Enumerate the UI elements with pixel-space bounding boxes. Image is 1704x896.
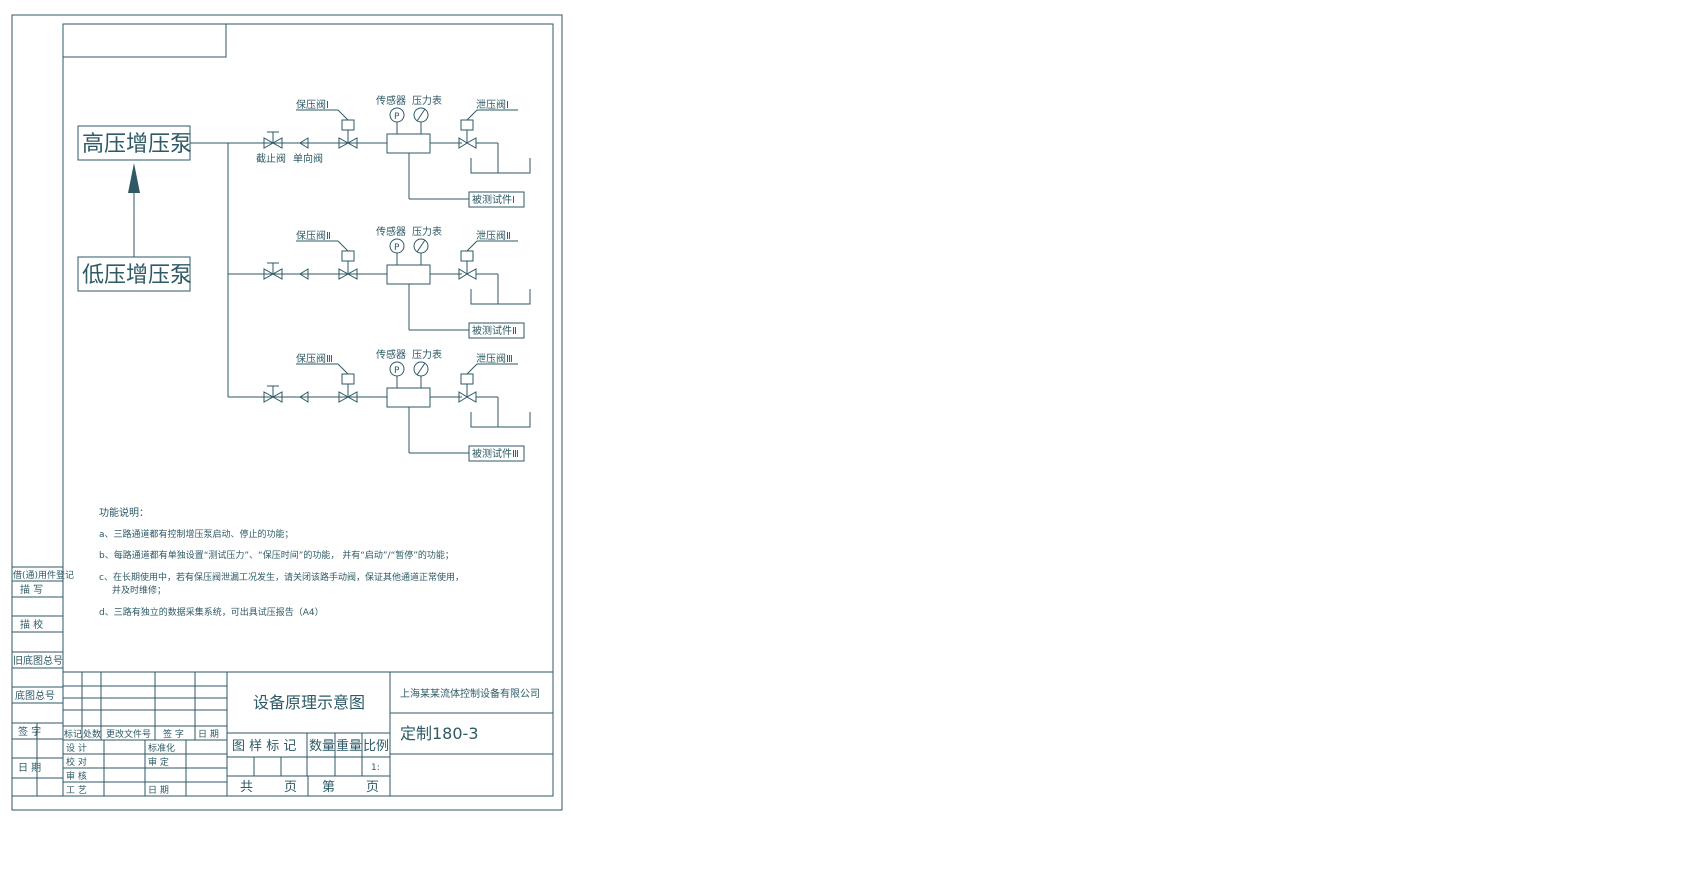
outer-border	[11, 14, 563, 811]
low-pump-label: 低压增压泵	[82, 263, 192, 288]
rev-header-docno: 更改文件号	[106, 728, 151, 740]
side-label-old-no: 旧底图总号	[13, 654, 63, 667]
note-d: d、三路有独立的数据采集系统，可出具试压报告（A4）	[99, 606, 324, 618]
gauge-2-label: 压力表	[412, 225, 442, 238]
drawing-number: 定制180-3	[400, 724, 479, 743]
role-design: 设 计	[66, 742, 87, 754]
note-a: a、三路通道都有控制增压泵启动、停止的功能；	[99, 528, 294, 540]
notes-title: 功能说明：	[99, 506, 149, 519]
side-label-check: 描 校	[20, 618, 43, 631]
qty-header: 数量	[309, 739, 335, 754]
sensor-3-label: 传感器	[376, 348, 406, 361]
weight-header: 重量	[336, 738, 362, 754]
rev-header-count: 处数	[83, 728, 101, 740]
hold-valve-3-label: 保压阀Ⅲ	[296, 352, 333, 365]
role-approve: 审 定	[148, 756, 169, 768]
note-c-line1: c、在长期使用中，若有保压阀泄漏工况发生，请关闭该路手动阀，保证其他通道正常使用…	[99, 571, 464, 583]
function-notes: 功能说明： a、三路通道都有控制增压泵启动、停止的功能； b、每路通道都有单独设…	[99, 506, 464, 618]
role-proof: 校 对	[66, 756, 87, 768]
specimen-3-label: 被测试件Ⅲ	[472, 447, 519, 460]
rev-header-mark: 标记	[64, 728, 82, 740]
sensor-3-symbol: P	[394, 366, 400, 376]
side-strip: 借(通)用件登记 描 写 描 校 旧底图总号 底图总号 签 字 日 期	[12, 566, 74, 797]
rev-header-sign: 签 字	[163, 728, 184, 740]
title-block: 标记 处数 更改文件号 签 字 日 期 设 计 校 对 审 核 工 艺 标准化 …	[63, 671, 553, 796]
check-valve-label: 单向阀	[293, 152, 323, 165]
channel-1	[228, 107, 531, 208]
high-pressure-pump: 高压增压泵	[77, 125, 192, 161]
sensor-1-label: 传感器	[376, 94, 406, 107]
side-label-usage: 借(通)用件登记	[13, 569, 74, 581]
sheet-no-label: 第	[322, 780, 335, 795]
sheet-page-unit: 页	[366, 780, 379, 795]
stage-mark-header: 图 样 标 记	[232, 739, 296, 754]
sensor-1-symbol: P	[394, 112, 400, 122]
high-pump-label: 高压增压泵	[82, 132, 192, 157]
role-date: 日 期	[148, 785, 169, 796]
release-valve-1-label: 泄压阀Ⅰ	[476, 98, 509, 111]
role-review: 审 核	[66, 770, 87, 782]
release-valve-3-label: 泄压阀Ⅲ	[476, 352, 513, 365]
gauge-1-label: 压力表	[412, 94, 442, 107]
low-pressure-pump: 低压增压泵	[77, 256, 192, 292]
side-label-date: 日 期	[18, 762, 41, 774]
scale-value: 1:	[371, 763, 380, 773]
drawing-name: 设备原理示意图	[253, 693, 365, 712]
scale-header: 比例	[363, 739, 389, 754]
channel-2	[228, 238, 531, 339]
boost-arrow	[128, 163, 140, 193]
top-corner-box	[62, 23, 227, 58]
role-standard: 标准化	[148, 742, 175, 754]
rev-header-date: 日 期	[198, 729, 219, 740]
total-page-unit: 页	[284, 780, 297, 795]
note-c-line2: 并及时维修；	[112, 584, 166, 596]
company-name: 上海某某流体控制设备有限公司	[400, 687, 540, 700]
specimen-1-label: 被测试件Ⅰ	[472, 193, 515, 206]
side-label-sign: 签 字	[18, 725, 41, 738]
stop-valve-label: 截止阀	[256, 152, 286, 165]
gauge-3-label: 压力表	[412, 348, 442, 361]
total-sheets-label: 共	[240, 780, 253, 795]
hold-valve-1-label: 保压阀Ⅰ	[296, 98, 329, 111]
sensor-2-label: 传感器	[376, 225, 406, 238]
role-process: 工 艺	[66, 785, 87, 796]
specimen-2-label: 被测试件Ⅱ	[472, 324, 517, 337]
release-valve-2-label: 泄压阀Ⅱ	[476, 229, 511, 242]
side-label-base-no: 底图总号	[15, 689, 55, 702]
side-label-trace: 描 写	[20, 583, 43, 596]
hold-valve-2-label: 保压阀Ⅱ	[296, 229, 331, 242]
sensor-2-symbol: P	[394, 243, 400, 253]
channel-3	[228, 361, 531, 462]
note-b: b、每路通道都有单独设置“测试压力”、“保压时间”的功能， 并有“启动”/“暂停…	[99, 549, 454, 561]
